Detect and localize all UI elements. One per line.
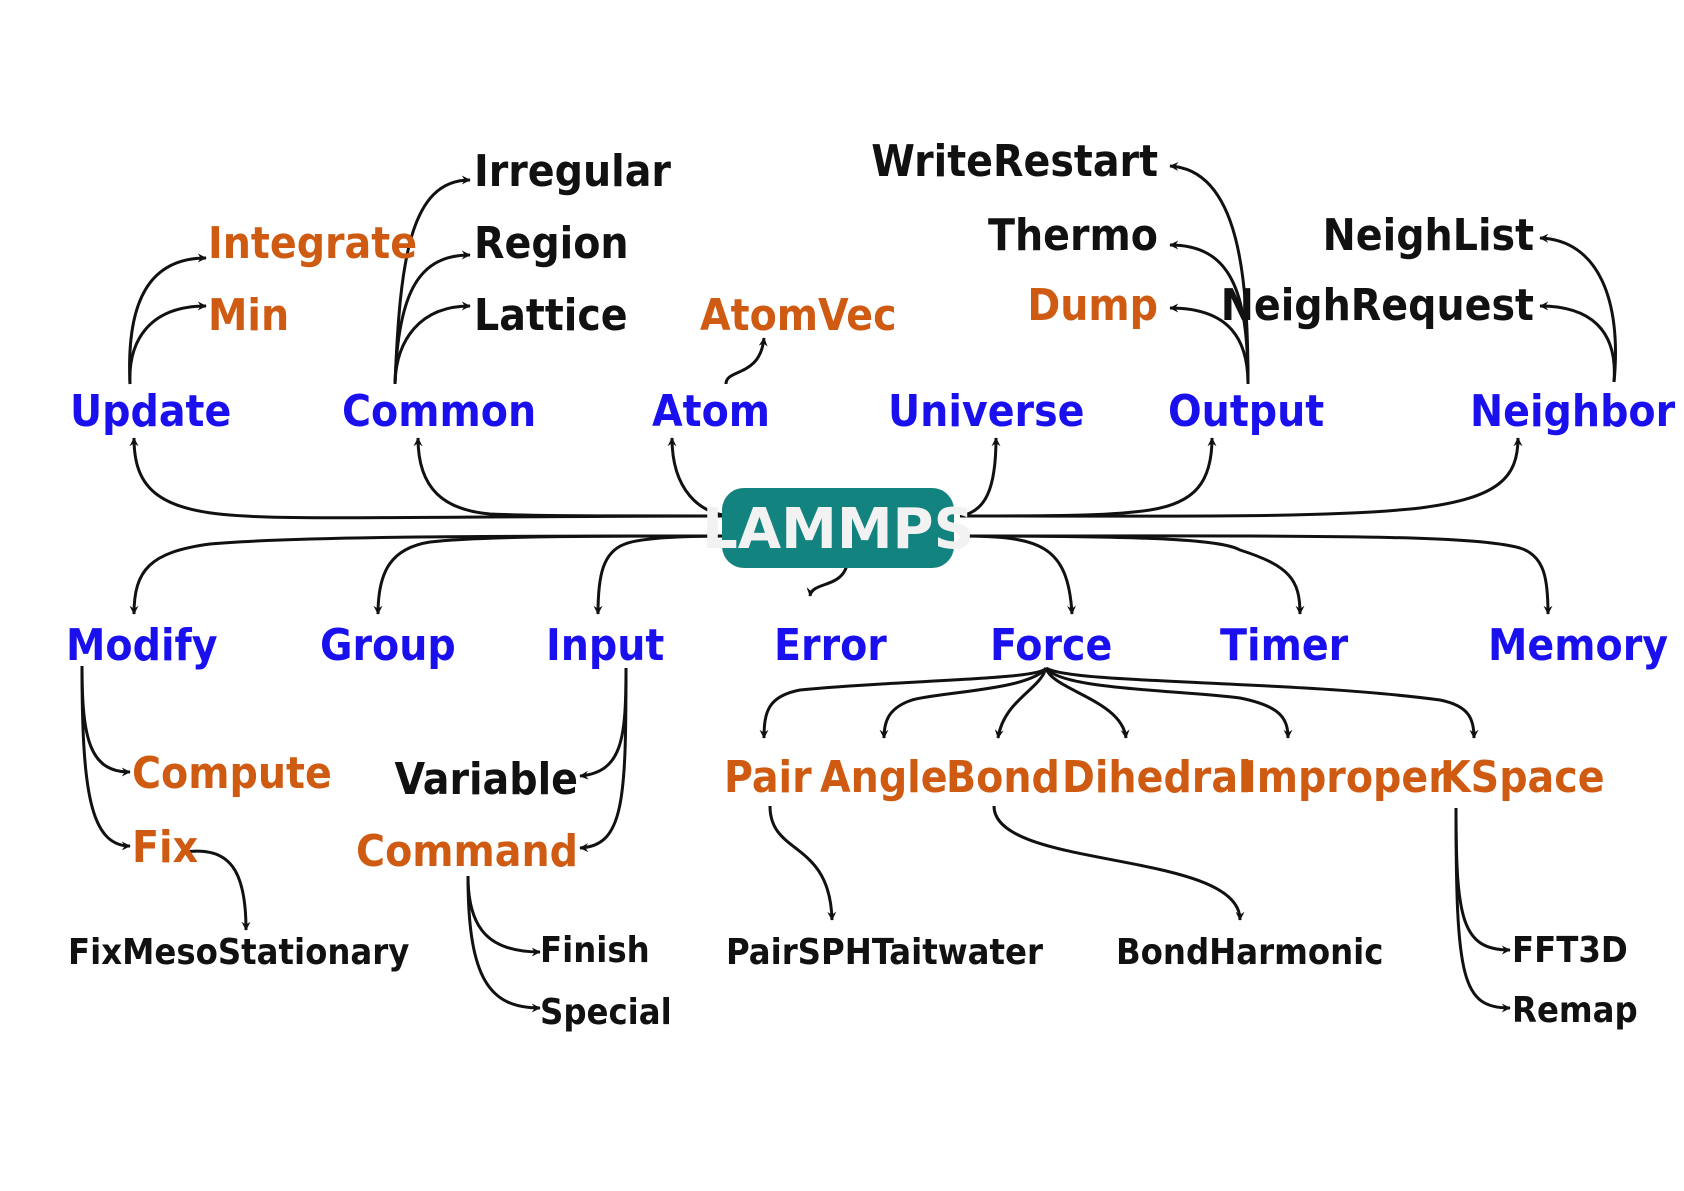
- node-neighlist: NeighList: [1323, 210, 1534, 261]
- node-remap: Remap: [1512, 990, 1638, 1031]
- edge-input-variable: [579, 667, 628, 780]
- edge-kspace-fft3d: [1454, 807, 1511, 955]
- edge-root-group: [373, 534, 731, 615]
- edge-atom-atomvec: [724, 337, 768, 385]
- child-edges: [80, 161, 1617, 1013]
- node-neighbor: Neighbor: [1470, 386, 1676, 437]
- node-command: Command: [356, 826, 578, 877]
- node-variable: Variable: [395, 754, 578, 805]
- top-row: Update Common Atom Universe Output Neigh…: [70, 386, 1676, 437]
- root-node-box: [722, 488, 954, 568]
- node-atom: Atom: [652, 386, 770, 437]
- edge-root-neighbor: [959, 437, 1523, 518]
- node-error: Error: [774, 620, 887, 671]
- node-neighrequest: NeighRequest: [1221, 280, 1534, 331]
- node-input: Input: [546, 620, 664, 671]
- node-lattice: Lattice: [474, 290, 628, 341]
- edge-update-min: [128, 301, 207, 385]
- edge-root-output: [959, 437, 1217, 518]
- edge-root-modify: [129, 534, 731, 615]
- edge-common-irregular: [393, 175, 471, 385]
- node-irregular: Irregular: [474, 146, 671, 197]
- node-pairsphtaitwater: PairSPHTaitwater: [726, 932, 1043, 973]
- edge-force-pair: [759, 666, 1048, 739]
- edge-force-angle: [879, 666, 1048, 739]
- edge-pair-pairsph: [768, 805, 837, 921]
- node-region: Region: [474, 218, 629, 269]
- node-common: Common: [342, 386, 536, 437]
- node-improper: Improper: [1242, 752, 1448, 803]
- node-group: Group: [320, 620, 456, 671]
- node-dihedral: Dihedral: [1062, 752, 1252, 803]
- node-pair: Pair: [724, 752, 812, 803]
- edge-output-writerestart: [1169, 161, 1250, 385]
- node-dump: Dump: [1027, 280, 1158, 331]
- edge-input-command: [579, 667, 628, 853]
- root-edges-top: [129, 437, 1523, 520]
- node-memory: Memory: [1488, 620, 1668, 671]
- node-modify: Modify: [66, 620, 218, 671]
- node-finish: Finish: [540, 930, 650, 971]
- edge-output-thermo: [1169, 240, 1250, 385]
- node-timer: Timer: [1220, 620, 1349, 671]
- node-thermo: Thermo: [988, 210, 1158, 261]
- edge-root-atom: [667, 437, 731, 518]
- node-fix: Fix: [132, 822, 198, 873]
- top-children: Integrate Min Irregular Region Lattice A…: [208, 136, 1534, 341]
- edge-kspace-remap: [1454, 807, 1511, 1013]
- node-angle: Angle: [820, 752, 948, 803]
- edge-force-dihedral: [1044, 667, 1130, 739]
- root-edges-bottom: [129, 534, 1553, 615]
- node-min: Min: [208, 290, 289, 341]
- root-node: LAMMPS: [702, 488, 974, 568]
- edge-root-memory: [959, 534, 1553, 615]
- edge-root-timer: [959, 534, 1305, 615]
- edge-neighbor-neighlist: [1539, 233, 1617, 383]
- root-node-label: LAMMPS: [702, 497, 974, 562]
- node-bondharmonic: BondHarmonic: [1116, 932, 1383, 973]
- edge-command-special: [466, 875, 541, 1013]
- node-writerestart: WriteRestart: [871, 136, 1158, 187]
- node-universe: Universe: [888, 386, 1085, 437]
- edge-bond-bondharmonic: [992, 805, 1245, 921]
- node-fft3d: FFT3D: [1512, 930, 1628, 971]
- edge-root-common: [413, 437, 731, 518]
- node-force: Force: [990, 620, 1112, 671]
- node-compute: Compute: [132, 748, 332, 799]
- edge-fix-fixmeso: [183, 849, 251, 931]
- edge-root-universe: [959, 437, 1001, 518]
- edge-modify-fix: [80, 665, 131, 851]
- edge-command-finish: [466, 875, 541, 957]
- node-kspace: KSpace: [1440, 752, 1605, 803]
- edge-root-input: [593, 534, 731, 615]
- bottom-row: Modify Group Input Error Force Timer Mem…: [66, 620, 1668, 671]
- edge-neighbor-neighrequest: [1539, 301, 1616, 383]
- edge-force-improper: [1044, 666, 1293, 739]
- edge-common-region: [393, 250, 471, 385]
- node-atomvec: AtomVec: [700, 290, 897, 341]
- edge-output-dump: [1169, 303, 1250, 385]
- bottom-children: Compute Fix FixMesoStationary Variable C…: [68, 748, 1638, 1033]
- node-special: Special: [540, 992, 672, 1033]
- node-bond: Bond: [946, 752, 1060, 803]
- node-update: Update: [70, 386, 231, 437]
- edge-common-lattice: [393, 301, 471, 385]
- edge-root-force: [959, 534, 1077, 615]
- edge-modify-compute: [80, 665, 131, 777]
- edge-update-integrate: [128, 253, 207, 385]
- edge-root-update: [129, 437, 731, 520]
- node-integrate: Integrate: [208, 218, 417, 269]
- edge-force-bond: [994, 667, 1048, 739]
- node-output: Output: [1168, 386, 1324, 437]
- node-fixmesostationary: FixMesoStationary: [68, 932, 409, 973]
- edge-force-kspace: [1045, 666, 1479, 739]
